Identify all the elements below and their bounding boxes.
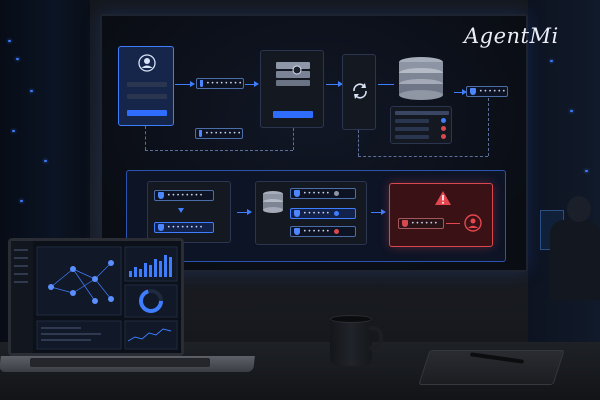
database-icon xyxy=(263,191,283,213)
token-group: •••••••• •••••••• xyxy=(147,181,231,243)
connector xyxy=(175,84,193,85)
laptop-dashboard xyxy=(11,241,181,353)
shield-icon xyxy=(158,192,164,199)
dashed-link xyxy=(293,128,294,150)
table-row xyxy=(395,119,429,123)
token-pill: •••••••• xyxy=(154,190,214,201)
arrow xyxy=(254,81,259,87)
server-icon xyxy=(276,62,310,86)
shield-icon xyxy=(470,88,476,95)
arrow xyxy=(338,81,343,87)
db-group: •••••• •••••• •••••• xyxy=(255,181,367,245)
status-dot xyxy=(441,134,446,139)
action-bar xyxy=(273,111,313,118)
rack-light xyxy=(585,170,588,172)
rack-light xyxy=(12,130,15,132)
database-icon xyxy=(399,57,443,100)
monitor-screen: •••••••• •••••••• xyxy=(102,16,526,270)
shield-icon xyxy=(294,228,300,235)
rack-light xyxy=(550,60,553,62)
dashed-link xyxy=(358,156,488,157)
connector xyxy=(446,223,460,224)
rack-light xyxy=(16,58,19,60)
dashed-link xyxy=(145,126,146,150)
mug-handle xyxy=(369,326,383,350)
arrow xyxy=(462,89,467,95)
table-row xyxy=(395,135,429,139)
mug-rim xyxy=(330,315,372,323)
person-head xyxy=(567,196,591,222)
token-pill-highlight: •••••• xyxy=(290,208,356,219)
shield-icon xyxy=(199,130,203,137)
shield-icon xyxy=(294,190,300,197)
status-dot xyxy=(333,191,339,196)
alert-card: •••••• xyxy=(389,183,493,247)
rack-light xyxy=(570,110,573,112)
data-table-panel xyxy=(390,106,452,144)
shield-icon xyxy=(402,220,408,227)
input-bar xyxy=(127,94,167,99)
person-icon xyxy=(464,214,482,232)
arrow xyxy=(247,209,252,215)
shield-icon xyxy=(158,224,164,231)
token-pill: •••••••• xyxy=(196,78,244,89)
brand-logo: AgentMi xyxy=(464,24,559,48)
token-pill: •••••• xyxy=(398,218,444,229)
server-card xyxy=(260,50,324,128)
sync-card xyxy=(342,54,376,130)
token-pill-highlight: •••••••• xyxy=(154,222,214,233)
status-dot xyxy=(333,229,339,234)
token-pill: •••••• xyxy=(466,86,508,97)
user-icon xyxy=(138,54,156,72)
status-dot xyxy=(333,211,339,216)
token-pill: •••••• xyxy=(290,188,356,199)
rack-light xyxy=(44,160,47,162)
login-card xyxy=(118,46,174,126)
coffee-mug xyxy=(330,318,372,366)
dashed-link xyxy=(488,98,489,156)
table-row xyxy=(395,127,429,131)
login-button xyxy=(127,110,167,116)
token-pill: •••••••• xyxy=(195,128,243,139)
shield-icon xyxy=(200,80,204,87)
connector xyxy=(454,92,464,93)
lower-flow-panel: •••••••• •••••••• xyxy=(126,170,506,262)
wall-monitor: •••••••• •••••••• xyxy=(100,14,528,272)
dashed-link xyxy=(358,130,359,156)
input-bar xyxy=(127,82,167,87)
rack-light xyxy=(8,40,11,42)
connector xyxy=(237,212,249,213)
connector xyxy=(326,84,340,85)
laptop-screen xyxy=(8,238,184,356)
shield-icon xyxy=(294,210,300,217)
status-dot xyxy=(441,126,446,131)
connector xyxy=(371,212,383,213)
arrow xyxy=(190,81,195,87)
arrow xyxy=(381,209,386,215)
connector xyxy=(378,84,394,85)
rack-light xyxy=(20,200,23,202)
dashed-link xyxy=(145,150,293,151)
sync-icon xyxy=(353,83,367,99)
person-silhouette xyxy=(550,220,600,300)
connector xyxy=(245,84,257,85)
laptop-keyboard xyxy=(30,358,210,367)
token-pill: •••••• xyxy=(290,226,356,237)
warning-icon xyxy=(435,191,451,205)
table-header xyxy=(395,111,449,115)
rack-light xyxy=(30,90,33,92)
arrow xyxy=(178,208,184,213)
status-dot xyxy=(441,118,446,123)
